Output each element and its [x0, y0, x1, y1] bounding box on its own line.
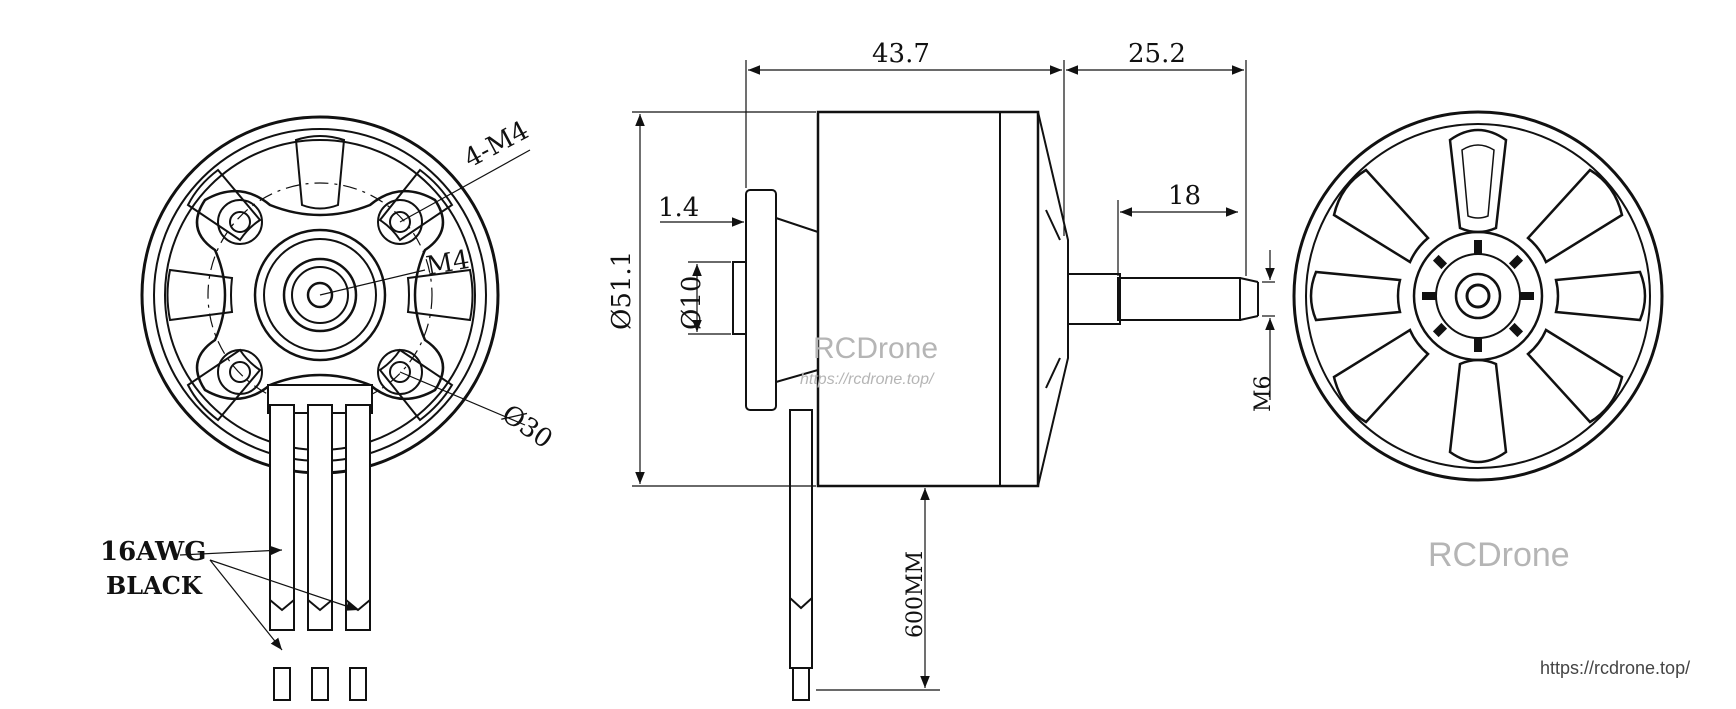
wire-gauge-label: 16AWG: [100, 537, 206, 567]
body-length-dimension: 43.7: [872, 39, 930, 69]
rear-hub: [1412, 230, 1544, 362]
side-view: [632, 60, 1275, 701]
watermark-url: https://rcdrone.top/: [800, 371, 935, 388]
mount-hole: [377, 199, 423, 245]
mount-thread-label: 4-M4: [459, 116, 534, 175]
mount-hole: [377, 349, 423, 395]
watermark-brand: RCDrone: [813, 332, 938, 365]
shaft-length-dimension: 18: [1168, 181, 1201, 211]
lead-length-dimension: 600MM: [903, 551, 928, 638]
lead-wires: [269, 404, 371, 701]
shaft-thread-label: M6: [1251, 375, 1276, 412]
shaft-overall-dimension: 25.2: [1128, 39, 1186, 69]
wire-color-label: BLACK: [106, 571, 203, 600]
front-view: [140, 115, 531, 701]
hub-slots: [1422, 240, 1534, 352]
center-boss: [253, 228, 387, 362]
front-cooling-slots: [166, 135, 474, 422]
center-thread-label: M4: [424, 245, 472, 282]
front-mount-cross: [195, 189, 445, 401]
motor-can: [816, 110, 1040, 488]
bolt-circle-label: Ø30: [496, 399, 558, 455]
mount-hole: [217, 349, 263, 395]
mount-hole: [217, 199, 263, 245]
rear-view: [1292, 110, 1664, 482]
corner-watermark-url: https://rcdrone.top/: [1540, 658, 1690, 678]
shaft: [1067, 273, 1121, 325]
diameter-dimension: Ø51.1: [607, 251, 637, 330]
flange-thickness-dimension: 1.4: [658, 193, 699, 223]
boss-diameter-dimension: Ø10: [677, 276, 707, 330]
rear-spokes: [1309, 128, 1647, 464]
corner-watermark-brand: RCDrone: [1428, 536, 1570, 574]
